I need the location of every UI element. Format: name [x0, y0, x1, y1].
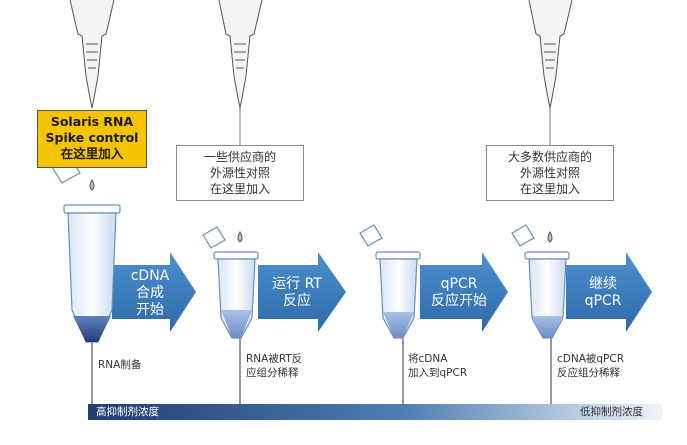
arrow-label-cdna-line-1: cDNA — [130, 268, 170, 284]
pipette-3 — [528, 0, 573, 243]
callout-some-vendors-line-1: 一些供应商的 — [203, 150, 276, 164]
tube-4 — [511, 224, 570, 339]
bar-label-low: 低抑制剂浓度 — [580, 406, 643, 418]
arrow-label-cdna: cDNA 合成 开始 — [118, 268, 182, 319]
arrow-label-qpcr-line-1: qPCR — [440, 276, 478, 292]
arrow-continue-qpcr — [566, 252, 652, 332]
tube-2 — [202, 226, 259, 339]
arrow-label-rt-line-1: 运行 RT — [272, 276, 322, 292]
caption-cdna-add-line-1: 将cDNA — [408, 353, 448, 365]
tube-1 — [51, 156, 121, 343]
callout-solaris-line-3: 在这里加入 — [60, 146, 124, 161]
callout-some-vendors-line-3: 在这里加入 — [209, 182, 270, 196]
caption-cdna-add-line-2: 加入到qPCR — [408, 367, 468, 379]
arrow-rt-reaction — [258, 252, 346, 332]
caption-rna-prep-line-1: RNA制备 — [98, 359, 142, 371]
arrow-label-rt-line-2: 反应 — [283, 293, 311, 309]
caption-cdna-add: 将cDNA 加入到qPCR — [408, 352, 467, 380]
caption-rt-dilute: RNA被RT反 应组分稀释 — [246, 352, 302, 380]
caption-rt-dilute-line-1: RNA被RT反 — [246, 353, 303, 365]
arrow-label-qpcr-line-2: 反应开始 — [431, 293, 487, 309]
arrow-label-continue-line-1: 继续 — [589, 276, 617, 292]
callout-solaris-line-1: Solaris RNA — [50, 114, 134, 129]
tube-3 — [359, 224, 421, 339]
callout-most-vendors-line-3: 在这里加入 — [519, 182, 580, 196]
arrow-label-continue: 继续 qPCR — [572, 276, 634, 310]
arrow-label-cdna-line-3: 开始 — [136, 302, 164, 318]
callout-solaris-spike: Solaris RNA Spike control 在这里加入 — [37, 110, 147, 168]
stage-connectors — [91, 330, 552, 404]
arrow-label-qpcr: qPCR 反应开始 — [424, 276, 494, 310]
callout-some-vendors: 一些供应商的 外源性对照 在这里加入 — [176, 145, 304, 201]
callout-some-vendors-line-2: 外源性对照 — [209, 166, 270, 180]
arrow-label-continue-line-2: qPCR — [584, 293, 622, 309]
caption-qpcr-dilute: cDNA被qPCR 反应组分稀释 — [557, 352, 624, 380]
arrow-label-cdna-line-2: 合成 — [136, 285, 164, 301]
callout-most-vendors: 大多数供应商的 外源性对照 在这里加入 — [486, 145, 614, 201]
caption-qpcr-dilute-line-2: 反应组分稀释 — [557, 367, 620, 379]
callout-most-vendors-line-2: 外源性对照 — [519, 166, 580, 180]
caption-rna-prep: RNA制备 — [98, 358, 141, 372]
arrow-label-rt: 运行 RT 反应 — [262, 276, 332, 310]
pipette-2 — [218, 0, 263, 243]
caption-rt-dilute-line-2: 应组分稀释 — [246, 367, 299, 379]
caption-qpcr-dilute-line-1: cDNA被qPCR — [557, 353, 625, 365]
callout-solaris-line-2: Spike control — [45, 130, 139, 145]
arrow-qpcr-start — [420, 252, 508, 332]
pipette-1 — [69, 0, 115, 191]
inhibitor-gradient-bar — [88, 404, 662, 420]
arrow-cdna-synthesis — [112, 252, 196, 332]
bar-label-high: 高抑制剂浓度 — [96, 406, 159, 418]
callout-most-vendors-line-1: 大多数供应商的 — [507, 150, 592, 164]
